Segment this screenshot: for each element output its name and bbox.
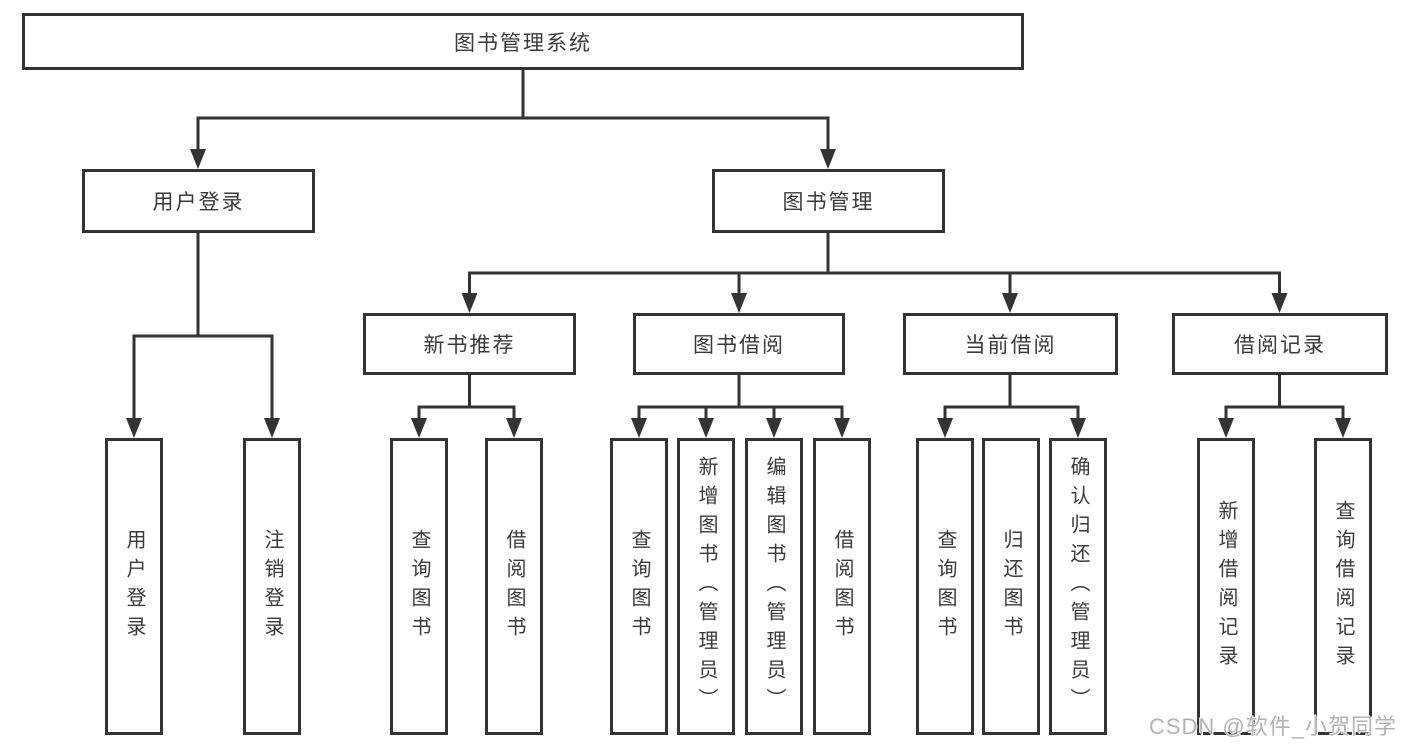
node-root-label: 图书管理系统	[454, 31, 592, 55]
node-book-borrowing: 图书借阅	[633, 313, 845, 375]
leaf-borrow-books-1: 借阅图书	[485, 438, 543, 735]
node-new-book-recommendation-label: 新书推荐	[423, 334, 516, 357]
leaf-query-books-3: 查询图书	[916, 438, 974, 735]
leaf-return-books: 归还图书	[982, 438, 1040, 735]
leaf-add-borrow-record-label: 新增借阅记录	[1215, 499, 1237, 674]
leaf-query-borrow-record: 查询借阅记录	[1314, 438, 1372, 735]
node-borrowing-records: 借阅记录	[1172, 313, 1388, 375]
leaf-edit-books-admin-label: 编辑图书（管理员）	[763, 456, 785, 717]
node-borrowing-records-label: 借阅记录	[1234, 334, 1326, 357]
leaf-query-books-1-label: 查询图书	[408, 528, 430, 645]
node-book-management: 图书管理	[712, 169, 945, 233]
leaf-add-books-admin: 新增图书（管理员）	[677, 438, 735, 735]
leaf-add-borrow-record: 新增借阅记录	[1197, 438, 1255, 735]
leaf-borrow-books-2-label: 借阅图书	[831, 528, 853, 645]
csdn-watermark: CSDN @软件_小贺同学	[1148, 714, 1397, 739]
leaf-user-login: 用户登录	[105, 438, 163, 735]
leaf-add-books-admin-label: 新增图书（管理员）	[695, 456, 717, 717]
leaf-query-borrow-record-label: 查询借阅记录	[1332, 499, 1354, 674]
node-user-login-label: 用户登录	[152, 191, 245, 214]
leaf-confirm-return-admin-label: 确认归还（管理员）	[1067, 456, 1089, 717]
node-current-borrowing: 当前借阅	[903, 313, 1118, 375]
node-root: 图书管理系统	[22, 13, 1024, 70]
leaf-edit-books-admin: 编辑图书（管理员）	[745, 438, 803, 735]
node-book-management-label: 图书管理	[782, 191, 875, 214]
leaf-confirm-return-admin: 确认归还（管理员）	[1049, 438, 1107, 735]
leaf-query-books-2: 查询图书	[610, 438, 668, 735]
leaf-borrow-books-1-label: 借阅图书	[503, 528, 525, 645]
leaf-logout: 注销登录	[243, 438, 301, 735]
leaf-borrow-books-2: 借阅图书	[813, 438, 871, 735]
leaf-return-books-label: 归还图书	[1000, 528, 1022, 645]
node-new-book-recommendation: 新书推荐	[363, 313, 576, 375]
node-user-login: 用户登录	[82, 169, 315, 233]
leaf-logout-label: 注销登录	[261, 528, 283, 645]
node-book-borrowing-label: 图书借阅	[693, 334, 785, 357]
leaf-query-books-3-label: 查询图书	[934, 528, 956, 645]
node-current-borrowing-label: 当前借阅	[964, 334, 1057, 357]
leaf-user-login-label: 用户登录	[123, 528, 145, 645]
leaf-query-books-1: 查询图书	[390, 438, 448, 735]
leaf-query-books-2-label: 查询图书	[628, 528, 650, 645]
